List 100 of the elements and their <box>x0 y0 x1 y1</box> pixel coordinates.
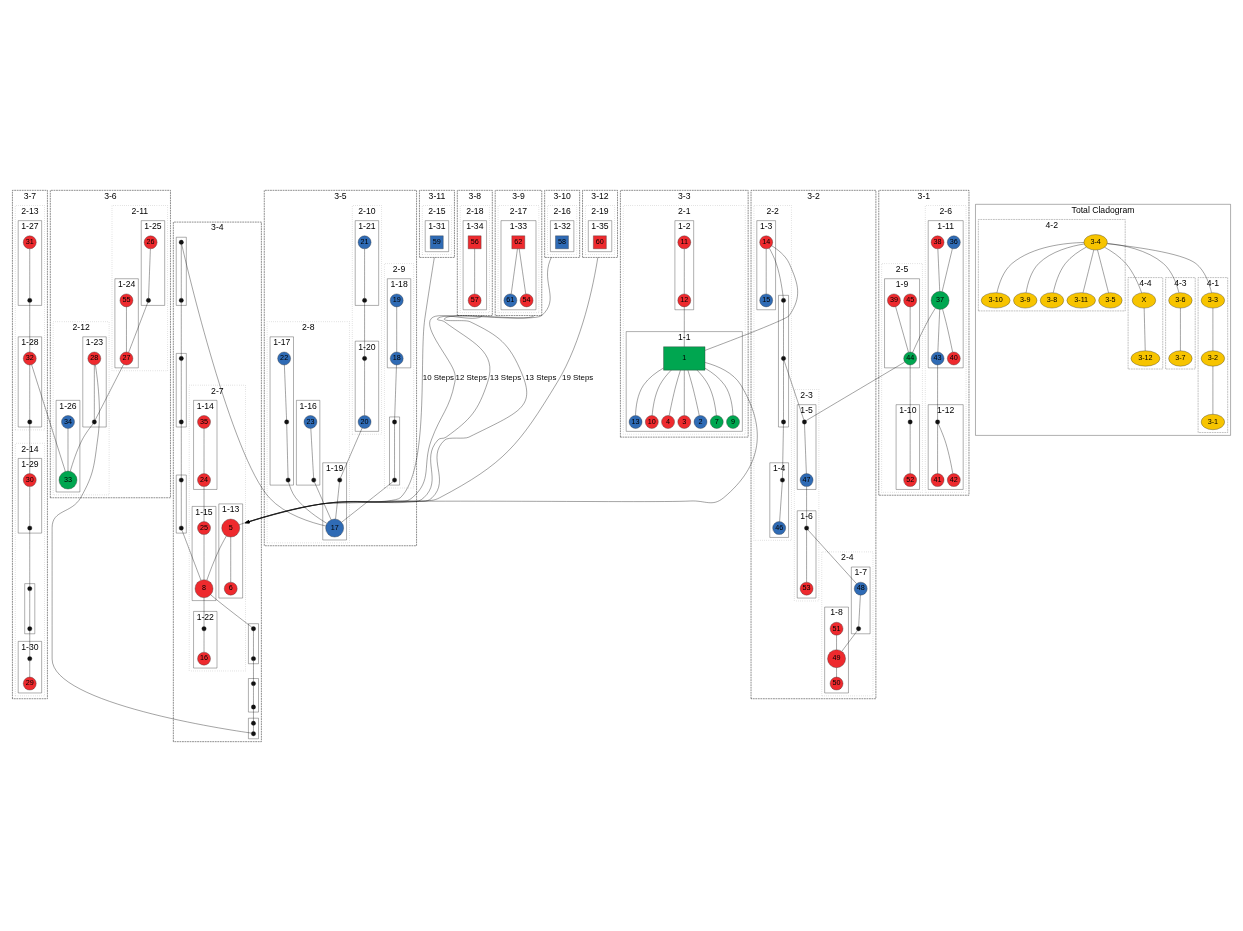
node-circle <box>178 525 184 530</box>
node-circle <box>178 355 184 361</box>
node-circle <box>284 419 289 424</box>
node-circle: 7 <box>710 414 724 429</box>
connector <box>937 423 938 474</box>
node-circle: 48 <box>854 581 868 595</box>
node-circle <box>856 625 861 631</box>
node-circle: 40 <box>947 351 961 365</box>
node-circle: 54 <box>519 293 534 307</box>
connector <box>128 301 148 352</box>
node-circle: 43 <box>930 351 945 365</box>
node-circle <box>27 585 33 591</box>
node-circle: 42 <box>947 472 961 487</box>
connector <box>29 485 30 526</box>
connector <box>203 630 205 652</box>
node-circle: 26 <box>143 235 158 249</box>
node-circle: 57 <box>467 293 482 307</box>
connector <box>29 301 30 352</box>
node-circle: 16 <box>197 651 211 665</box>
connector <box>804 423 807 474</box>
connector <box>364 301 365 356</box>
node-circle: 50 <box>829 676 844 690</box>
node-circle: 8 <box>194 579 214 598</box>
node-circle: 6 <box>224 581 238 595</box>
node-circle: 4 <box>661 414 675 429</box>
node-circle <box>781 297 786 303</box>
node-ellipse: 3-7 <box>1168 350 1193 366</box>
node-box: 60 <box>593 235 607 249</box>
connector <box>783 359 804 420</box>
connector <box>253 708 254 721</box>
node-circle <box>146 297 151 303</box>
node-circle: 38 <box>930 235 945 249</box>
node-circle <box>907 419 913 424</box>
connector <box>203 597 205 627</box>
node-circle: 30 <box>23 472 37 487</box>
connector <box>806 529 807 582</box>
connector <box>858 594 861 627</box>
connector <box>181 529 202 580</box>
node-circle: 33 <box>58 470 78 489</box>
connector <box>340 427 363 478</box>
node-circle <box>178 419 184 424</box>
node-circle <box>804 525 809 530</box>
node-ellipse: 3-9 <box>1013 291 1038 308</box>
connector <box>253 660 254 682</box>
node-ellipse: 3-8 <box>1040 291 1064 308</box>
node-circle: 12 <box>677 293 691 307</box>
node-circle <box>92 419 97 424</box>
node-circle: 46 <box>772 520 786 535</box>
node-circle: 44 <box>903 351 917 365</box>
node-circle <box>781 419 786 424</box>
node-circle: 15 <box>759 293 773 307</box>
connector <box>94 364 95 420</box>
connector <box>29 248 30 298</box>
node-circle: 39 <box>887 293 901 307</box>
node-circle <box>27 525 33 530</box>
node-ellipse: 3-6 <box>1168 291 1193 308</box>
node-circle: 36 <box>947 235 961 249</box>
connector <box>181 481 182 526</box>
node-circle <box>337 477 343 482</box>
node-circle <box>178 239 184 245</box>
connector <box>806 485 807 526</box>
connector <box>364 359 365 416</box>
node-circle <box>802 419 807 424</box>
connector <box>341 481 394 522</box>
node-circle <box>362 297 367 303</box>
node-circle <box>27 625 33 631</box>
node-circle <box>392 419 397 424</box>
node-circle: 37 <box>930 290 950 310</box>
connector <box>769 247 784 298</box>
connector <box>937 364 938 420</box>
node-circle <box>285 477 291 482</box>
node-circle: 24 <box>197 472 211 487</box>
node-ellipse: 3-5 <box>1098 291 1123 308</box>
node-circle: 18 <box>390 351 404 365</box>
node-circle: 61 <box>503 293 518 307</box>
node-ellipse: 3-2 <box>1200 350 1225 366</box>
node-circle: 47 <box>799 472 814 487</box>
connector <box>314 481 332 520</box>
connector <box>288 481 327 523</box>
connector <box>29 630 30 657</box>
connector <box>807 529 857 584</box>
connector <box>29 529 30 587</box>
connector <box>779 481 783 522</box>
node-circle: 55 <box>119 293 134 307</box>
connector <box>181 301 182 356</box>
node-circle: 29 <box>23 676 37 690</box>
node-circle: 25 <box>197 520 211 535</box>
connector <box>394 423 395 478</box>
node-circle <box>392 477 397 482</box>
node-circle: 11 <box>677 235 691 249</box>
node-circle: 20 <box>357 414 372 429</box>
node-box: 59 <box>430 235 444 249</box>
node-box: 56 <box>467 235 482 249</box>
node-ellipse: 3-3 <box>1200 291 1225 308</box>
node-ellipse: X <box>1132 291 1156 308</box>
node-circle: 2 <box>693 414 708 429</box>
node-circle: 53 <box>799 581 814 595</box>
node-circle <box>251 680 256 686</box>
node-circle: 13 <box>628 414 643 429</box>
connector <box>95 363 124 420</box>
